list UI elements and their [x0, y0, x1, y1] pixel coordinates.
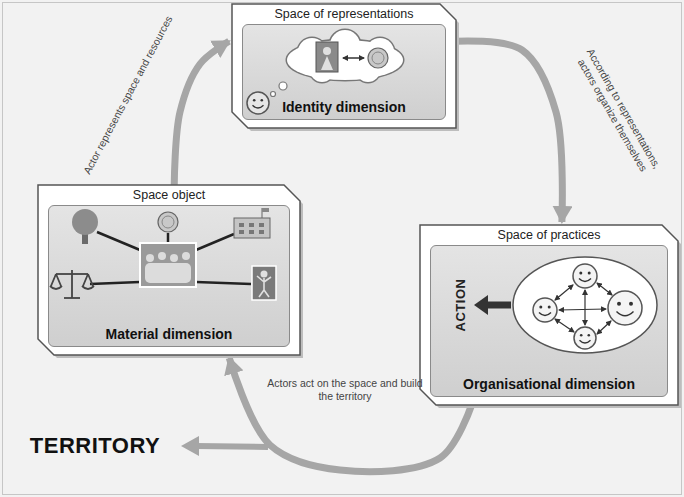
panel-heading: Space of practices	[498, 228, 601, 242]
edge-label-holder: Actor represents space and resources	[81, 14, 176, 177]
smiley-face	[247, 92, 269, 114]
dimension-label: Organisational dimension	[463, 376, 635, 392]
territory-label: TERRITORY	[30, 433, 160, 459]
action-label-holder: ACTION	[453, 279, 468, 332]
edge-label: According to representations, actors org…	[567, 36, 670, 188]
resource-network	[50, 208, 276, 300]
territory-arrow	[181, 436, 268, 456]
actor-group	[474, 257, 657, 353]
edge-label-holder: Actors act on the space and build the te…	[265, 377, 425, 403]
thought-cloud	[271, 30, 404, 97]
action-label: ACTION	[453, 279, 468, 332]
dimension-label: Material dimension	[106, 326, 233, 342]
panel-heading: Space object	[133, 188, 205, 202]
curved-arrow	[456, 41, 562, 222]
edge-label: Actors act on the space and build the te…	[265, 377, 425, 403]
territory-label-holder: TERRITORY	[30, 433, 160, 459]
panel-heading: Space of representations	[275, 7, 414, 21]
dimension-label: Identity dimension	[282, 99, 406, 115]
edge-label-holder: According to representations, actors org…	[567, 36, 670, 188]
curved-arrow	[174, 41, 229, 185]
edge-label: Actor represents space and resources	[81, 14, 176, 177]
